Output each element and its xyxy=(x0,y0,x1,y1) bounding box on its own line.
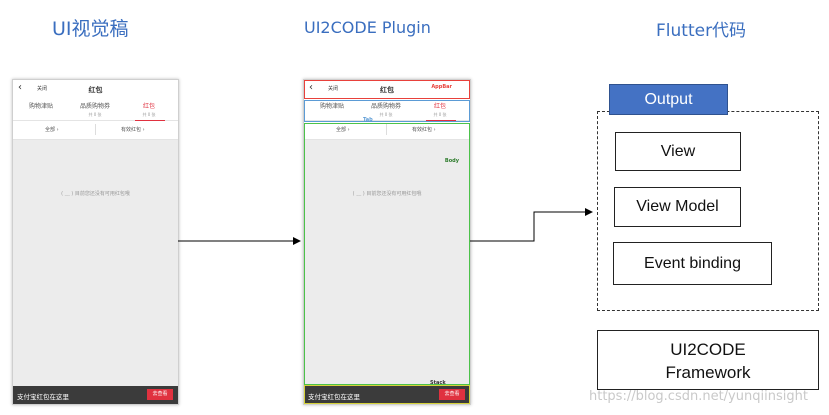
appbar-annotation-box xyxy=(304,80,470,99)
filter-valid: 有效红包 › xyxy=(412,127,436,133)
empty-message: ( ﹏ ) 目前您还没有可用红包哦 xyxy=(352,191,422,197)
footer-view-button: 去查看 xyxy=(147,389,173,400)
framework-line-2: Framework xyxy=(665,363,751,382)
watermark-text: https://blog.csdn.net/yunqiinsight xyxy=(589,389,808,404)
phone-title: 红包 xyxy=(380,86,394,94)
back-chevron-icon: ‹ xyxy=(309,82,313,93)
view-model-box: View Model xyxy=(614,187,741,227)
footer-view-button: 去查看 xyxy=(439,389,465,400)
phone-mockup-design: ‹ 关闭 红包 购物津贴 品质购物券共 0 张 红包共 0 张 全部 › 有效红… xyxy=(12,79,179,405)
phone-tabs-annotated: 购物津贴 品质购物券共 0 张 红包共 0 张 xyxy=(304,98,470,121)
tab-quality-coupon: 品质购物券共 0 张 xyxy=(370,103,401,117)
tab-active-underline xyxy=(426,119,456,121)
tab-annotation-box xyxy=(304,100,470,122)
back-chevron-icon: ‹ xyxy=(18,82,22,93)
view-box: View xyxy=(615,132,741,171)
title-ui2code-plugin: UI2CODE Plugin xyxy=(304,18,431,37)
phone-mockup-annotated: ‹ 关闭 红包 购物津贴 品质购物券共 0 张 红包共 0 张 全部 › 有效红… xyxy=(303,79,471,405)
title-ui-design: UI视觉稿 xyxy=(52,18,129,40)
tab-annotation-label: Tab xyxy=(363,117,373,123)
footer-text: 支付宝红包在这里 xyxy=(17,393,69,401)
phone-content-area-annotated: ( ﹏ ) 目前您还没有可用红包哦 xyxy=(304,140,470,386)
phone-app-bar: ‹ 关闭 红包 xyxy=(13,80,178,98)
filter-all: 全部 › xyxy=(336,127,350,133)
tab-active-underline xyxy=(135,119,165,121)
phone-app-bar-annotated: ‹ 关闭 红包 xyxy=(304,80,470,98)
appbar-annotation-label: AppBar xyxy=(431,84,452,90)
body-annotation-label: Body xyxy=(444,158,459,164)
output-label-box: Output xyxy=(609,84,728,115)
empty-message: ( ﹏ ) 目前您还没有可用红包哦 xyxy=(61,191,130,197)
filter-divider xyxy=(95,124,96,135)
filter-divider xyxy=(386,124,387,135)
phone-title: 红包 xyxy=(88,86,103,94)
filter-all: 全部 › xyxy=(45,127,59,133)
phone-footer: 支付宝红包在这里 去查看 xyxy=(13,386,178,404)
filter-valid: 有效红包 › xyxy=(121,127,145,133)
tab-quality-coupon: 品质购物券共 0 张 xyxy=(79,103,110,117)
event-binding-box: Event binding xyxy=(613,242,772,285)
body-annotation-box xyxy=(304,123,470,385)
phone-content-area: ( ﹏ ) 目前您还没有可用红包哦 xyxy=(13,140,178,386)
tab-shopping-allowance: 购物津贴 xyxy=(319,103,344,110)
tab-shopping-allowance: 购物津贴 xyxy=(28,103,53,110)
close-link: 关闭 xyxy=(37,86,48,92)
stack-annotation-label: Stack xyxy=(430,380,446,386)
phone-tabs: 购物津贴 品质购物券共 0 张 红包共 0 张 xyxy=(13,98,178,121)
title-flutter-code: Flutter代码 xyxy=(656,21,747,41)
framework-line-1: UI2CODE xyxy=(670,340,746,359)
phone-filter-bar-annotated: 全部 › 有效红包 › xyxy=(304,121,470,140)
phone-footer-annotated: 支付宝红包在这里 去查看 xyxy=(304,386,470,404)
ui2code-framework-box: UI2CODE Framework xyxy=(597,330,819,390)
close-link: 关闭 xyxy=(328,86,339,92)
tab-red-packet: 红包共 0 张 xyxy=(142,103,156,117)
arrow-plugin-to-flutter xyxy=(470,208,593,242)
phone-filter-bar: 全部 › 有效红包 › xyxy=(13,121,178,140)
footer-text: 支付宝红包在这里 xyxy=(308,393,360,401)
stack-annotation-box xyxy=(304,385,470,404)
tab-red-packet: 红包共 0 张 xyxy=(433,103,447,117)
